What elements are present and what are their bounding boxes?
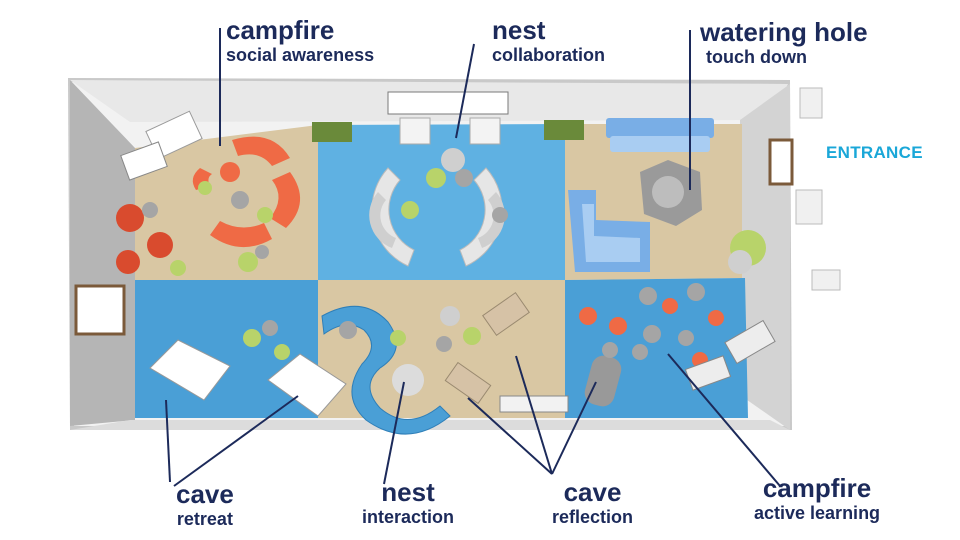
- label-campfire-social: campfire social awareness: [226, 16, 374, 66]
- label-subtitle: collaboration: [492, 45, 606, 65]
- label-title: campfire: [226, 15, 335, 45]
- label-subtitle: social awareness: [226, 45, 375, 65]
- label-title: cave: [563, 477, 622, 507]
- label-subtitle: touch down: [706, 47, 807, 67]
- label-cave-retreat: cave retreat: [176, 480, 234, 530]
- nest-interaction-furniture: [321, 305, 451, 435]
- label-subtitle: active learning: [754, 503, 881, 523]
- label-title: watering hole: [700, 17, 868, 47]
- label-title: campfire: [762, 473, 872, 503]
- watering-hole-furniture: [568, 118, 766, 274]
- campfire-social-furniture: [116, 110, 301, 276]
- label-cave-reflection: cave reflection: [552, 478, 633, 528]
- cave-reflection-furniture: [436, 292, 622, 413]
- label-title: nest: [492, 15, 546, 45]
- cave-retreat-furniture: [149, 320, 347, 417]
- label-subtitle: reflection: [552, 507, 634, 527]
- label-nest-collab: nest collaboration: [492, 16, 605, 66]
- label-title: cave: [176, 479, 234, 509]
- nest-collab-furniture: [312, 91, 584, 267]
- entrance-label: ENTRANCE: [826, 143, 923, 162]
- doors: [74, 87, 841, 336]
- label-nest-interaction: nest interaction: [362, 478, 454, 528]
- callout-lines: [165, 28, 781, 487]
- label-subtitle: retreat: [176, 509, 233, 529]
- label-watering-hole: watering hole touch down: [700, 18, 868, 68]
- label-title: nest: [381, 477, 435, 507]
- label-subtitle: interaction: [362, 507, 455, 527]
- label-campfire-active: campfire active learning: [754, 474, 880, 524]
